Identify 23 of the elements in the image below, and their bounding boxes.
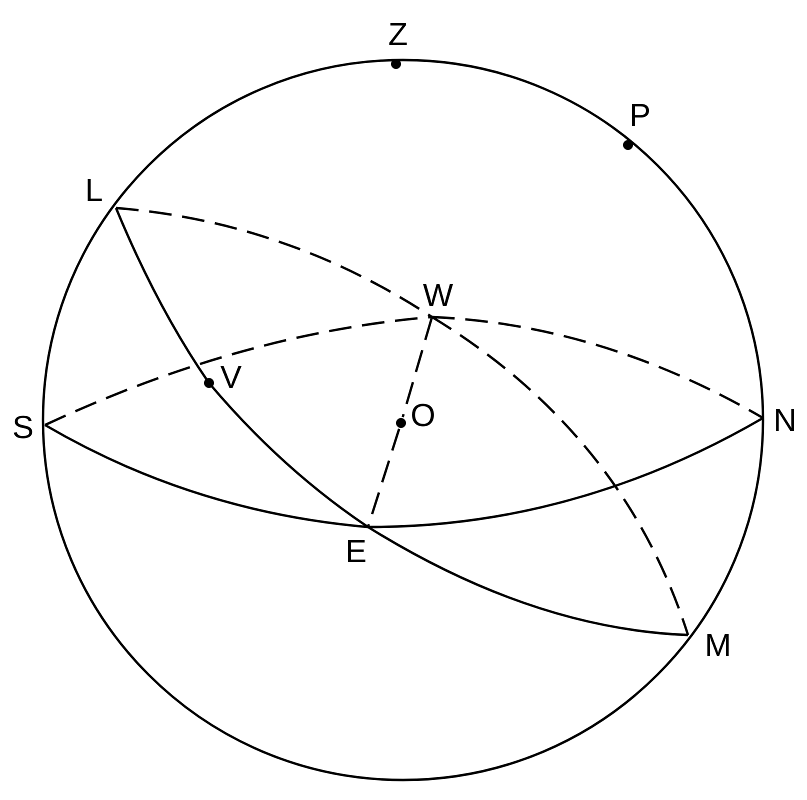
arc — [367, 526, 688, 636]
node-label: Z — [389, 22, 407, 46]
arc — [116, 206, 433, 318]
labelled-point: Z — [389, 23, 407, 69]
arc — [44, 424, 368, 528]
labelled-point: O — [396, 404, 434, 428]
point-label: S — [14, 416, 32, 438]
node-label: O — [412, 404, 434, 426]
arc — [368, 416, 764, 528]
labelled-point: V — [204, 366, 242, 388]
line — [367, 428, 400, 526]
point-label: M — [707, 634, 729, 656]
point-label: N — [776, 409, 794, 432]
line — [402, 318, 433, 418]
labelled-point: P — [623, 104, 649, 150]
node-label: V — [220, 366, 242, 388]
point-label: L — [88, 179, 102, 202]
point-label: E — [348, 540, 366, 562]
node-label: P — [632, 104, 649, 126]
arc — [44, 316, 432, 426]
arc — [431, 316, 690, 636]
arc — [432, 316, 764, 420]
point-label: W — [423, 284, 453, 306]
